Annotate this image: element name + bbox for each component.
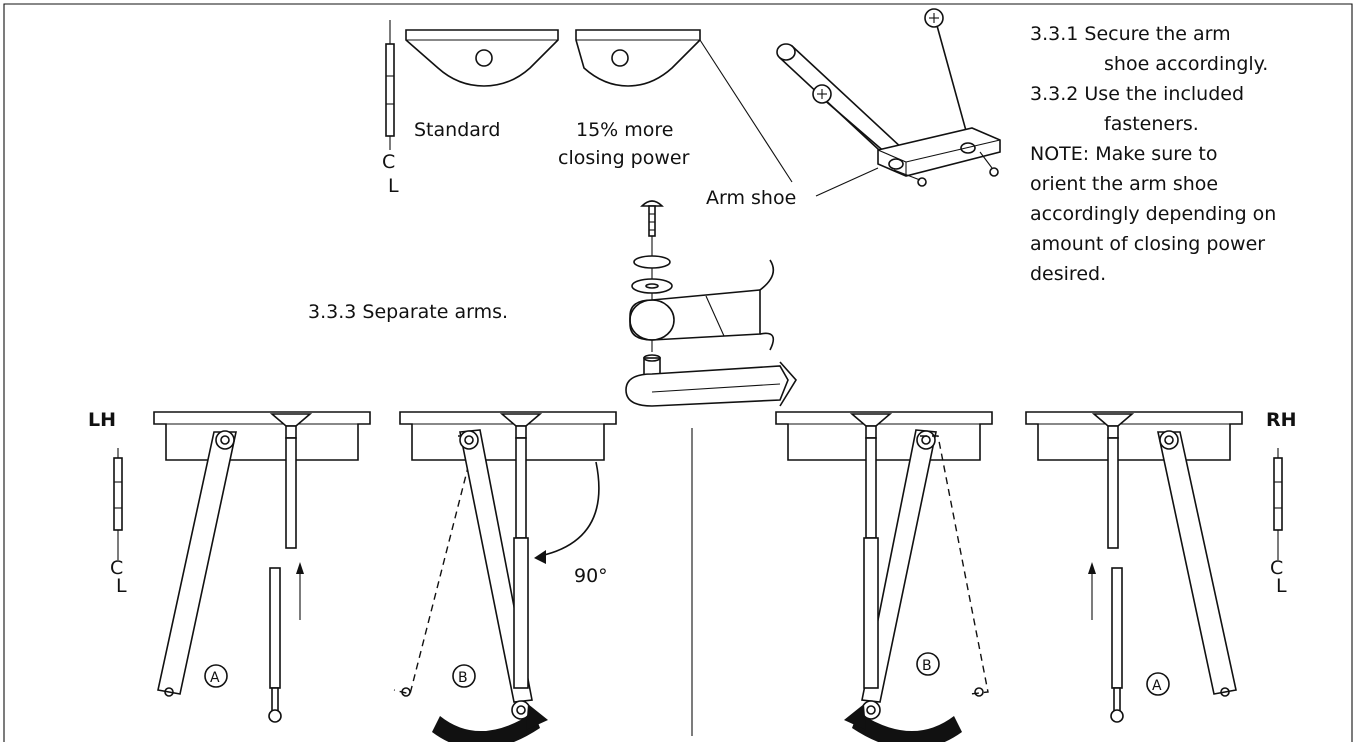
leader-line: [815, 167, 879, 197]
panel-lh-b: 90° B: [393, 411, 617, 747]
curved-arrow-icon: [852, 712, 962, 747]
svg-text:A: A: [210, 670, 220, 686]
panel-lh-a: A: [153, 411, 371, 723]
washer-icon: [633, 255, 671, 269]
svg-text:B: B: [922, 658, 932, 674]
centerline-c: C: [382, 151, 395, 173]
label-more-power-2: closing power: [558, 147, 690, 169]
instruction-line-4: fasteners.: [1104, 113, 1199, 135]
shoe-hole-icon: [475, 49, 493, 67]
instruction-line-1: 3.3.1 Secure the arm: [1030, 23, 1231, 45]
label-separate-arms: 3.3.3 Separate arms.: [308, 301, 508, 323]
svg-text:C: C: [1270, 557, 1283, 579]
svg-text:C: C: [110, 557, 123, 579]
shoe-hole-icon: [611, 49, 629, 67]
arrow-icon: [534, 550, 546, 564]
arrow-up-icon: [296, 562, 304, 574]
leader-line: [699, 39, 793, 183]
pivot-icon: [459, 430, 479, 450]
panel-rh-b: B: [775, 411, 993, 747]
pivot-icon: [916, 430, 936, 450]
arrow-up-icon: [1088, 562, 1096, 574]
instruction-line-2: shoe accordingly.: [1104, 53, 1268, 75]
pivot-icon: [1159, 430, 1179, 450]
note-line-4: amount of closing power: [1030, 233, 1265, 255]
curved-arrow-icon: [432, 712, 540, 747]
lh-hinge-centerline: C L: [110, 448, 127, 597]
svg-text:L: L: [116, 575, 127, 597]
note-line-3: accordingly depending on: [1030, 203, 1276, 225]
note-line-1: NOTE: Make sure to: [1030, 143, 1217, 165]
label-standard: Standard: [414, 119, 500, 141]
arm-shoe-isometric: [776, 8, 1001, 187]
shoe-standard-figure: [405, 29, 559, 87]
label-rh: RH: [1266, 409, 1297, 431]
label-lh: LH: [88, 409, 116, 431]
marker-b-badge: [916, 652, 940, 676]
rh-hinge-centerline: C L: [1270, 448, 1287, 597]
note-line-5: desired.: [1030, 263, 1106, 285]
instruction-line-3: 3.3.2 Use the included: [1030, 83, 1244, 105]
screw-icon: [640, 200, 664, 207]
washer-icon: [631, 278, 673, 294]
centerline-l: L: [388, 175, 399, 197]
pivot-icon: [215, 430, 235, 450]
label-arm-shoe: Arm shoe: [706, 187, 796, 209]
panel-rh-a: A: [1025, 411, 1243, 723]
note-line-2: orient the arm shoe: [1030, 173, 1218, 195]
svg-text:A: A: [1152, 678, 1162, 694]
marker-a-badge: [204, 664, 228, 688]
svg-text:L: L: [1276, 575, 1287, 597]
shoe-more-power-figure: [575, 29, 701, 87]
svg-text:B: B: [458, 670, 468, 686]
marker-b-badge: [452, 664, 476, 688]
marker-a-badge: [1146, 672, 1170, 696]
exploded-arm-assembly: [625, 200, 797, 407]
page-frame: [3, 3, 1353, 742]
label-90-degrees: 90°: [574, 565, 608, 587]
instructions-block: 3.3.1 Secure the arm shoe accordingly. 3…: [1030, 23, 1276, 285]
label-more-power-1: 15% more: [576, 119, 674, 141]
top-hinge-centerline: C L: [382, 20, 399, 197]
